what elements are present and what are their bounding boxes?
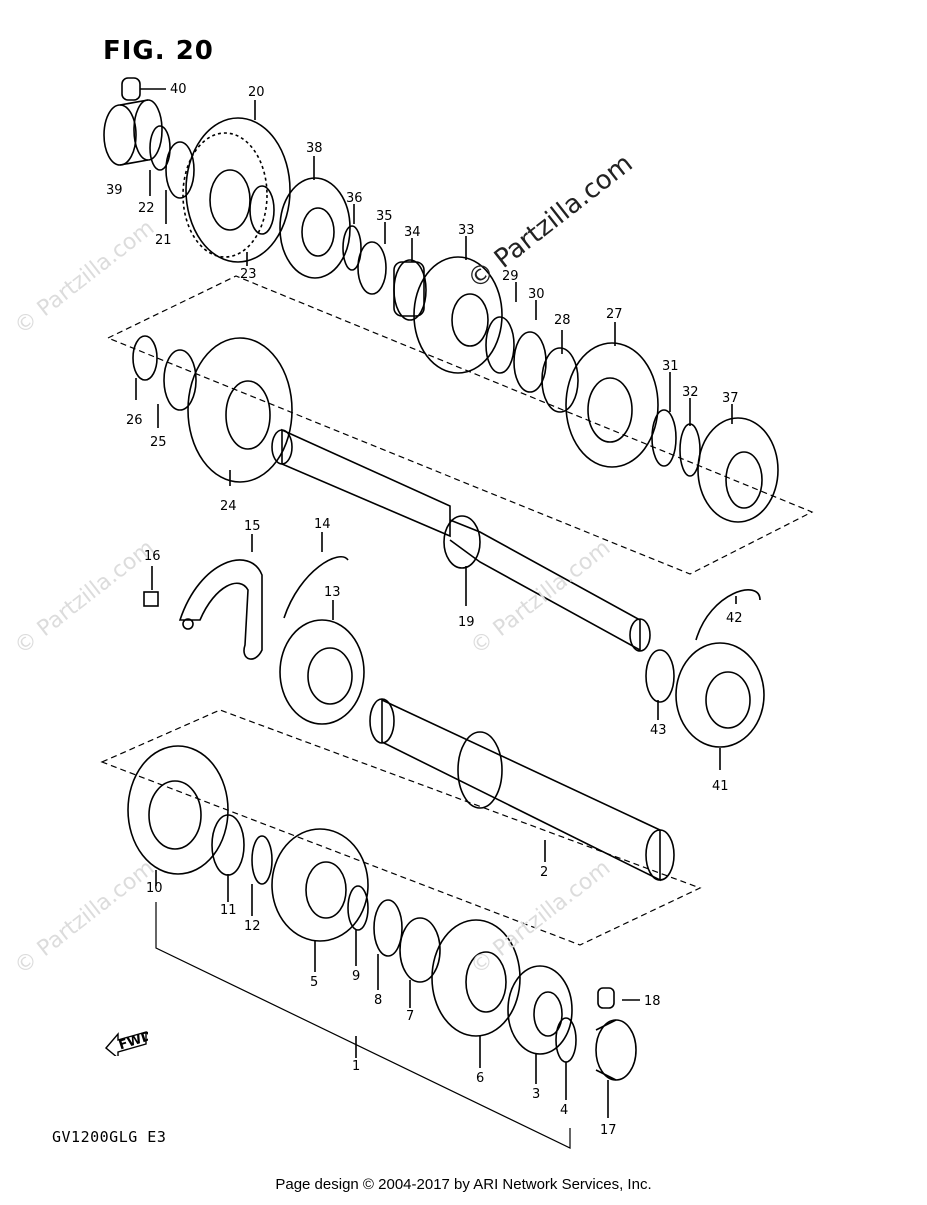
fwd-label: FWD: [117, 1030, 148, 1053]
callout-9: 9: [352, 969, 360, 984]
fwd-arrow-icon: FWD: [104, 1029, 154, 1061]
callout-2: 2: [540, 865, 548, 880]
callout-36: 36: [346, 191, 363, 206]
callout-40: 40: [170, 82, 187, 97]
callout-12: 12: [244, 919, 261, 934]
callout-3: 3: [532, 1087, 540, 1102]
callout-34: 34: [404, 225, 421, 240]
callout-28: 28: [554, 313, 571, 328]
callout-4: 4: [560, 1103, 568, 1118]
callout-22: 22: [138, 201, 155, 216]
callout-25: 25: [150, 435, 167, 450]
callout-15: 15: [244, 519, 261, 534]
fwd-arrow-shape: FWD: [105, 1029, 154, 1060]
callout-6: 6: [476, 1071, 484, 1086]
figure-title: FIG. 20: [103, 36, 214, 66]
callout-38: 38: [306, 141, 323, 156]
callout-21: 21: [155, 233, 172, 248]
callout-8: 8: [374, 993, 382, 1008]
callout-5: 5: [310, 975, 318, 990]
callout-26: 26: [126, 413, 143, 428]
callout-16: 16: [144, 549, 161, 564]
callout-35: 35: [376, 209, 393, 224]
callout-labels: 40 20 38 39 22 21 23 36 35 34 33 29 30 2…: [106, 82, 743, 1138]
callout-24: 24: [220, 499, 237, 514]
callout-33: 33: [458, 223, 475, 238]
callout-41: 41: [712, 779, 729, 794]
callout-20: 20: [248, 85, 265, 100]
callout-18: 18: [644, 994, 661, 1009]
callout-7: 7: [406, 1009, 414, 1024]
callout-29: 29: [502, 269, 519, 284]
callout-10: 10: [146, 881, 163, 896]
callout-30: 30: [528, 287, 545, 302]
callout-13: 13: [324, 585, 341, 600]
callout-17: 17: [600, 1123, 617, 1138]
callout-19: 19: [458, 615, 475, 630]
callout-31: 31: [662, 359, 679, 374]
callout-1: 1: [352, 1059, 360, 1074]
callout-23: 23: [240, 267, 257, 282]
callout-32: 32: [682, 385, 699, 400]
callout-39: 39: [106, 183, 123, 198]
callout-43: 43: [650, 723, 667, 738]
callout-11: 11: [220, 903, 237, 918]
callout-14: 14: [314, 517, 331, 532]
callout-42: 42: [726, 611, 743, 626]
callout-37: 37: [722, 391, 739, 406]
footer-copyright: Page design © 2004-2017 by ARI Network S…: [275, 1176, 652, 1193]
model-code: GV1200GLG E3: [52, 1128, 167, 1146]
callout-27: 27: [606, 307, 623, 322]
